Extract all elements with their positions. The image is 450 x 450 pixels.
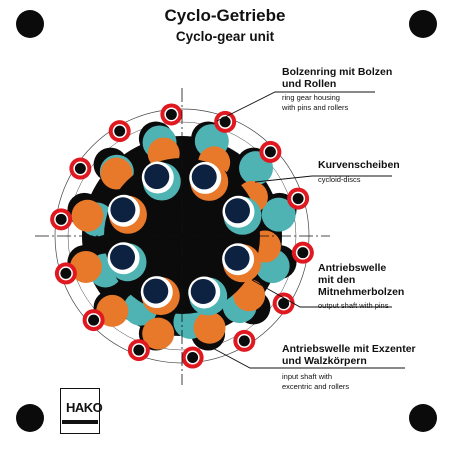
cycloid-disc-lobe-teal (261, 197, 296, 232)
label-input-shaft: Antriebswelle mit Exzenter und Walzkörpe… (282, 343, 416, 391)
label-de: mit den (318, 274, 356, 287)
corner-dot-icon (409, 404, 437, 432)
ring-pin (238, 335, 250, 347)
centerlines (35, 88, 330, 385)
cycloid-disc-lobe-orange (142, 317, 175, 350)
ring-pin (278, 297, 290, 309)
label-ring-gear: Bolzenring mit Bolzen und Rollen ring ge… (282, 66, 392, 112)
ring-pin (165, 108, 177, 120)
ring-pin (187, 352, 199, 364)
gear-assembly (50, 103, 314, 369)
cycloid-disc-lobe-orange (69, 250, 102, 283)
output-pin (191, 164, 217, 190)
corner-dot-icon (16, 10, 44, 38)
cycloid-disc-lobe-orange (233, 279, 266, 312)
output-pin (224, 198, 250, 224)
ring-pin (297, 247, 309, 259)
output-pin (110, 197, 136, 223)
logo-bar (62, 420, 98, 424)
cycloid-disc-lobe-orange (71, 199, 104, 232)
ring-pin (264, 146, 276, 158)
ring-pin (219, 116, 231, 128)
ring-pin (55, 213, 67, 225)
label-cycloid-discs: Kurvenscheiben cycloid-discs (318, 159, 400, 185)
ring-pin (60, 267, 72, 279)
output-pin (110, 244, 136, 270)
label-de: und Walzkörpern (282, 355, 367, 368)
output-pin (143, 278, 169, 304)
ring-pin (133, 344, 145, 356)
corner-dot-icon (16, 404, 44, 432)
label-de: Mitnehmerbolzen (318, 286, 405, 299)
ring-pin (292, 193, 304, 205)
output-pin (144, 164, 170, 190)
ring-pin (88, 314, 100, 326)
label-en: output shaft with pins (318, 301, 389, 311)
ring-pin (74, 163, 86, 175)
label-output-shaft: Antriebswelle mit den Mitnehmerbolzen ou… (318, 262, 404, 311)
label-de: und Rollen (282, 78, 337, 91)
ring-pin (114, 125, 126, 137)
page-subtitle: Cyclo-gear unit (175, 29, 275, 44)
output-pin (224, 245, 250, 271)
label-en: input shaft with (282, 372, 333, 382)
cycloid-disc-lobe-orange (100, 157, 133, 190)
output-pin (190, 278, 216, 304)
cycloid-disc-lobe-orange (193, 311, 226, 344)
label-de: Bolzenring mit Bolzen (282, 66, 393, 78)
logo-frame (60, 388, 100, 434)
label-de: Antriebswelle mit Exzenter (282, 343, 416, 355)
corner-dot-icon (409, 10, 437, 38)
label-de: Kurvenscheiben (318, 159, 400, 171)
page-title: Cyclo-Getriebe (164, 6, 286, 25)
eccentric (152, 206, 212, 266)
label-en: ring gear housing (282, 93, 340, 103)
label-en: cycloid-discs (318, 175, 361, 185)
hako-logo: HAKO (60, 388, 103, 434)
label-en: excentric and rollers (282, 381, 350, 391)
logo-text: HAKO (66, 400, 103, 415)
label-de: Antriebswelle (318, 262, 387, 274)
label-en: with pins and rollers (282, 102, 349, 112)
leader-lines (206, 91, 405, 369)
